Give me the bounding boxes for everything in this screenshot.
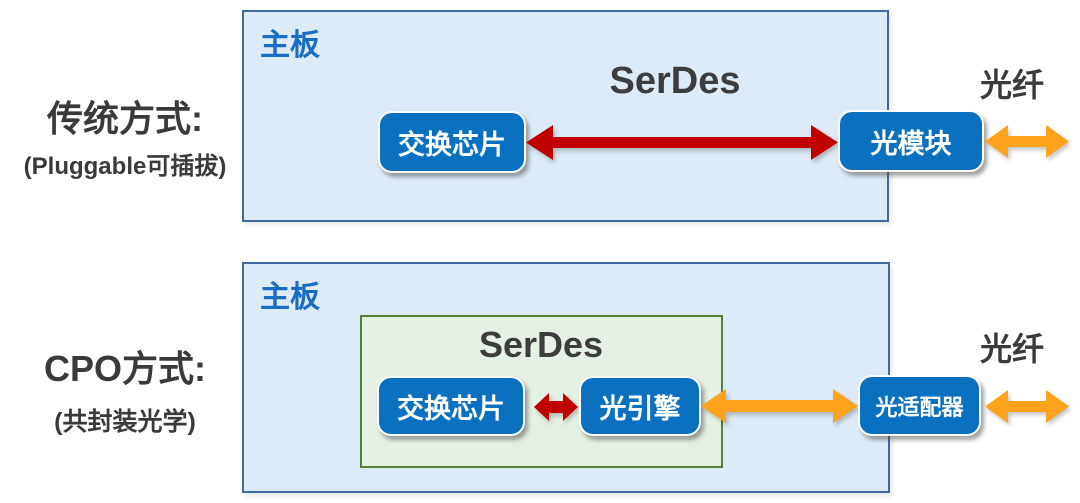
traditional-switch-chip-node: 交换芯片 [378,111,526,173]
cpo-optical-adapter-node: 光适配器 [858,375,981,436]
cpo-fiber-label: 光纤 [979,331,1044,367]
traditional-serdes-label: SerDes [609,60,741,102]
traditional-fiber-double-arrow-icon [985,125,1069,158]
traditional-optical-module-node: 光模块 [838,110,984,172]
traditional-motherboard-label: 主板 [260,29,320,62]
traditional-fiber-label: 光纤 [979,67,1044,103]
cpo-optical-engine-node: 光引擎 [579,376,701,436]
cpo-fiber-double-arrow-icon [985,390,1069,423]
cpo-serdes-label: SerDes [478,324,604,365]
cpo-electrical-double-arrow-icon [534,393,578,421]
cpo-motherboard-label: 主板 [260,281,320,314]
traditional-title: 传统方式: [47,98,203,139]
cpo-switch-chip-node: 交换芯片 [377,376,525,436]
cpo-title: CPO方式: [43,348,206,389]
cpo-engine-to-adapter-double-arrow-icon [701,389,858,423]
traditional-subtitle: (Pluggable可插拔) [23,153,227,180]
cpo-subtitle: (共封装光学) [54,408,196,436]
serdes-electrical-double-arrow-icon [526,125,838,160]
traditional-motherboard-box: 主板 [242,10,889,222]
